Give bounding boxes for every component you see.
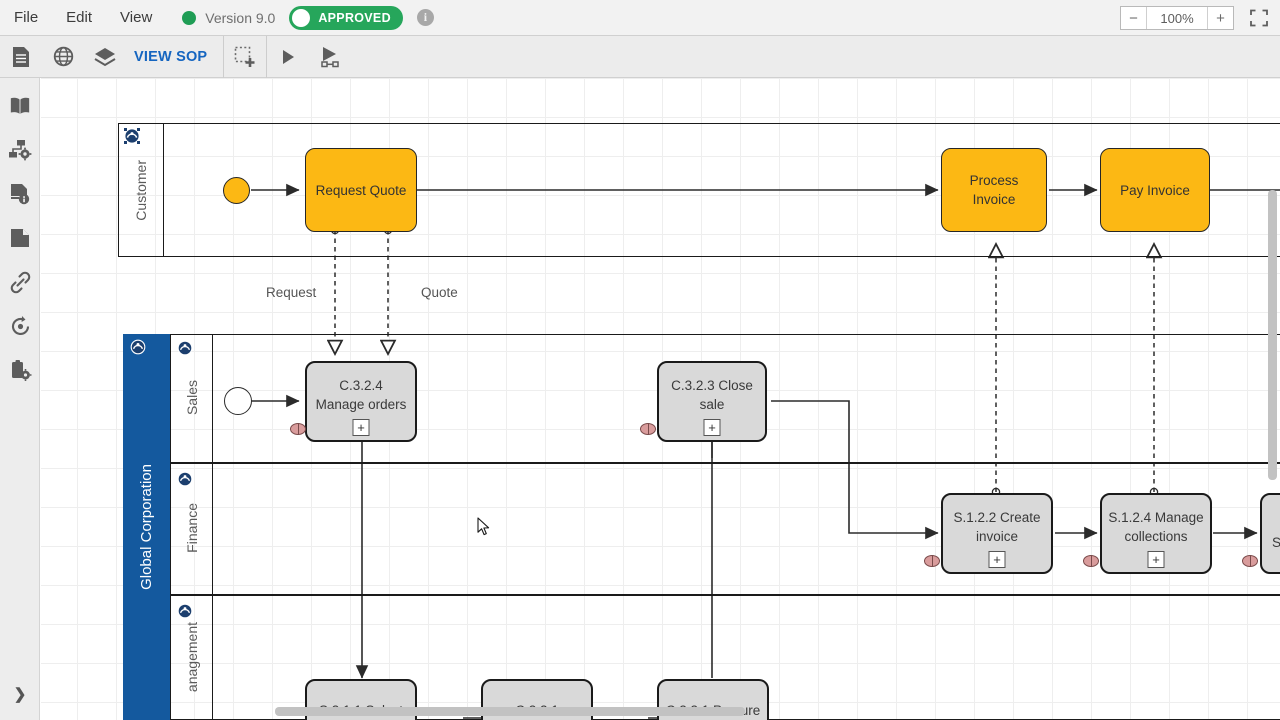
lane-finance-header[interactable]: Finance — [171, 462, 213, 594]
select-area-icon[interactable] — [224, 36, 266, 78]
start-event-sales[interactable] — [224, 387, 252, 415]
document-icon[interactable] — [0, 36, 42, 78]
pool-customer-header[interactable]: Customer — [118, 123, 164, 257]
zoom-level-value[interactable]: 100% — [1160, 10, 1194, 26]
sidebar-item-links[interactable] — [0, 260, 40, 304]
start-event-customer[interactable] — [223, 177, 250, 204]
process-settings-icon — [9, 140, 32, 161]
clipboard-settings-icon — [11, 359, 31, 381]
status-badge-label: APPROVED — [318, 10, 391, 25]
subprocess-expand-marker[interactable]: + — [1147, 551, 1165, 568]
link-icon — [10, 271, 30, 293]
task-process-invoice[interactable]: Process Invoice — [941, 148, 1047, 232]
zoom-out-button[interactable]: − — [1121, 7, 1147, 29]
menu-view[interactable]: View — [120, 8, 153, 26]
globe-icon[interactable] — [42, 36, 84, 78]
task-request-quote[interactable]: Request Quote — [305, 148, 417, 232]
pool-global-corporation-label: Global Corporation — [138, 464, 155, 590]
sidebar-item-process-settings[interactable] — [0, 128, 40, 172]
status-toggle-knob — [292, 8, 311, 27]
lane-divider-sales-finance — [171, 462, 1280, 464]
status-badge[interactable]: APPROVED — [289, 5, 403, 30]
play-flow-icon[interactable] — [309, 36, 351, 78]
zoom-in-button[interactable]: + — [1207, 7, 1233, 29]
page-icon — [11, 229, 29, 247]
connector-layer — [250, 183, 1280, 720]
sidebar-item-handbook[interactable] — [0, 84, 40, 128]
layers-icon[interactable] — [84, 36, 126, 78]
version-indicator: Version 9.0 — [182, 10, 275, 26]
task-create-invoice-badge[interactable] — [924, 555, 940, 567]
task-close-sale[interactable]: C.3.2.3 Close sale + — [657, 361, 767, 442]
task-create-invoice[interactable]: S.1.2.2 Create invoice + — [941, 493, 1053, 574]
task-manage-collections[interactable]: S.1.2.4 Manage collections + — [1100, 493, 1212, 574]
version-label: Version 9.0 — [205, 9, 276, 26]
pool-customer-label: Customer — [132, 159, 149, 221]
subprocess-expand-marker[interactable]: + — [703, 419, 721, 436]
lane-management-icon — [177, 603, 193, 619]
toolbar-separator — [266, 35, 268, 78]
menu-file[interactable]: File — [14, 8, 39, 26]
pool-global-corporation-participant-icon — [130, 339, 146, 355]
pool-customer[interactable] — [118, 123, 1280, 257]
lane-finance-label: Finance — [183, 503, 200, 553]
subprocess-expand-marker[interactable]: + — [988, 551, 1006, 568]
sidebar-item-clipboard-settings[interactable] — [0, 348, 40, 392]
task-clipped-right-badge[interactable] — [1242, 555, 1258, 567]
task-clipped-right[interactable]: S.1 — [1260, 493, 1280, 574]
document-info-icon — [11, 184, 30, 205]
lane-management-label: anagement — [183, 621, 200, 693]
flow-close-sale-to-create-invoice — [771, 400, 939, 540]
lane-sales-header[interactable]: Sales — [171, 334, 213, 462]
fullscreen-icon[interactable] — [1250, 9, 1268, 32]
zoom-controls: − 100% + — [1120, 6, 1234, 30]
menu-edit[interactable]: Edit — [66, 8, 93, 26]
bpmn-diagram: Customer Request Quote Process Invoice P… — [41, 78, 1280, 720]
task-manage-orders[interactable]: C.3.2.4 Manage orders + — [305, 361, 417, 442]
version-status-dot — [182, 10, 197, 25]
toolbar-separator — [223, 35, 225, 78]
subprocess-expand-marker[interactable]: + — [352, 419, 370, 436]
lane-sales-label: Sales — [183, 380, 200, 416]
info-icon[interactable]: i — [416, 9, 434, 26]
sidebar-item-page[interactable] — [0, 216, 40, 260]
left-sidebar: ❯ — [0, 78, 40, 720]
view-sop-button[interactable]: VIEW SOP — [134, 48, 208, 65]
lane-finance-icon — [177, 471, 193, 487]
refresh-target-icon — [11, 315, 29, 335]
sidebar-item-lifecycle[interactable] — [0, 304, 40, 348]
task-pay-invoice[interactable]: Pay Invoice — [1100, 148, 1210, 232]
task-close-sale-badge[interactable] — [640, 423, 656, 435]
toolbar: VIEW SOP — [0, 35, 1280, 78]
lane-management-header[interactable]: anagement — [171, 594, 213, 720]
flow-label-request: Request — [266, 285, 317, 300]
task-manage-collections-badge[interactable] — [1083, 555, 1099, 567]
book-icon — [10, 97, 30, 114]
lane-sales-icon — [177, 340, 193, 356]
task-manage-orders-badge[interactable] — [290, 423, 306, 435]
diagram-canvas[interactable]: Customer Request Quote Process Invoice P… — [41, 78, 1280, 720]
menu-bar: File Edit View Version 9.0 APPROVED i − … — [0, 0, 1280, 36]
vertical-scrollbar-thumb[interactable] — [1268, 190, 1277, 480]
pool-global-corporation-header[interactable]: Global Corporation — [123, 334, 171, 720]
sidebar-item-document-info[interactable] — [0, 172, 40, 216]
play-icon[interactable] — [267, 36, 309, 78]
lane-divider-finance-management — [171, 594, 1280, 596]
sidebar-expand-button[interactable]: ❯ — [13, 686, 27, 703]
flow-label-quote: Quote — [421, 285, 458, 300]
horizontal-scrollbar-thumb[interactable] — [275, 707, 745, 716]
pool-customer-participant-icon — [124, 128, 140, 144]
